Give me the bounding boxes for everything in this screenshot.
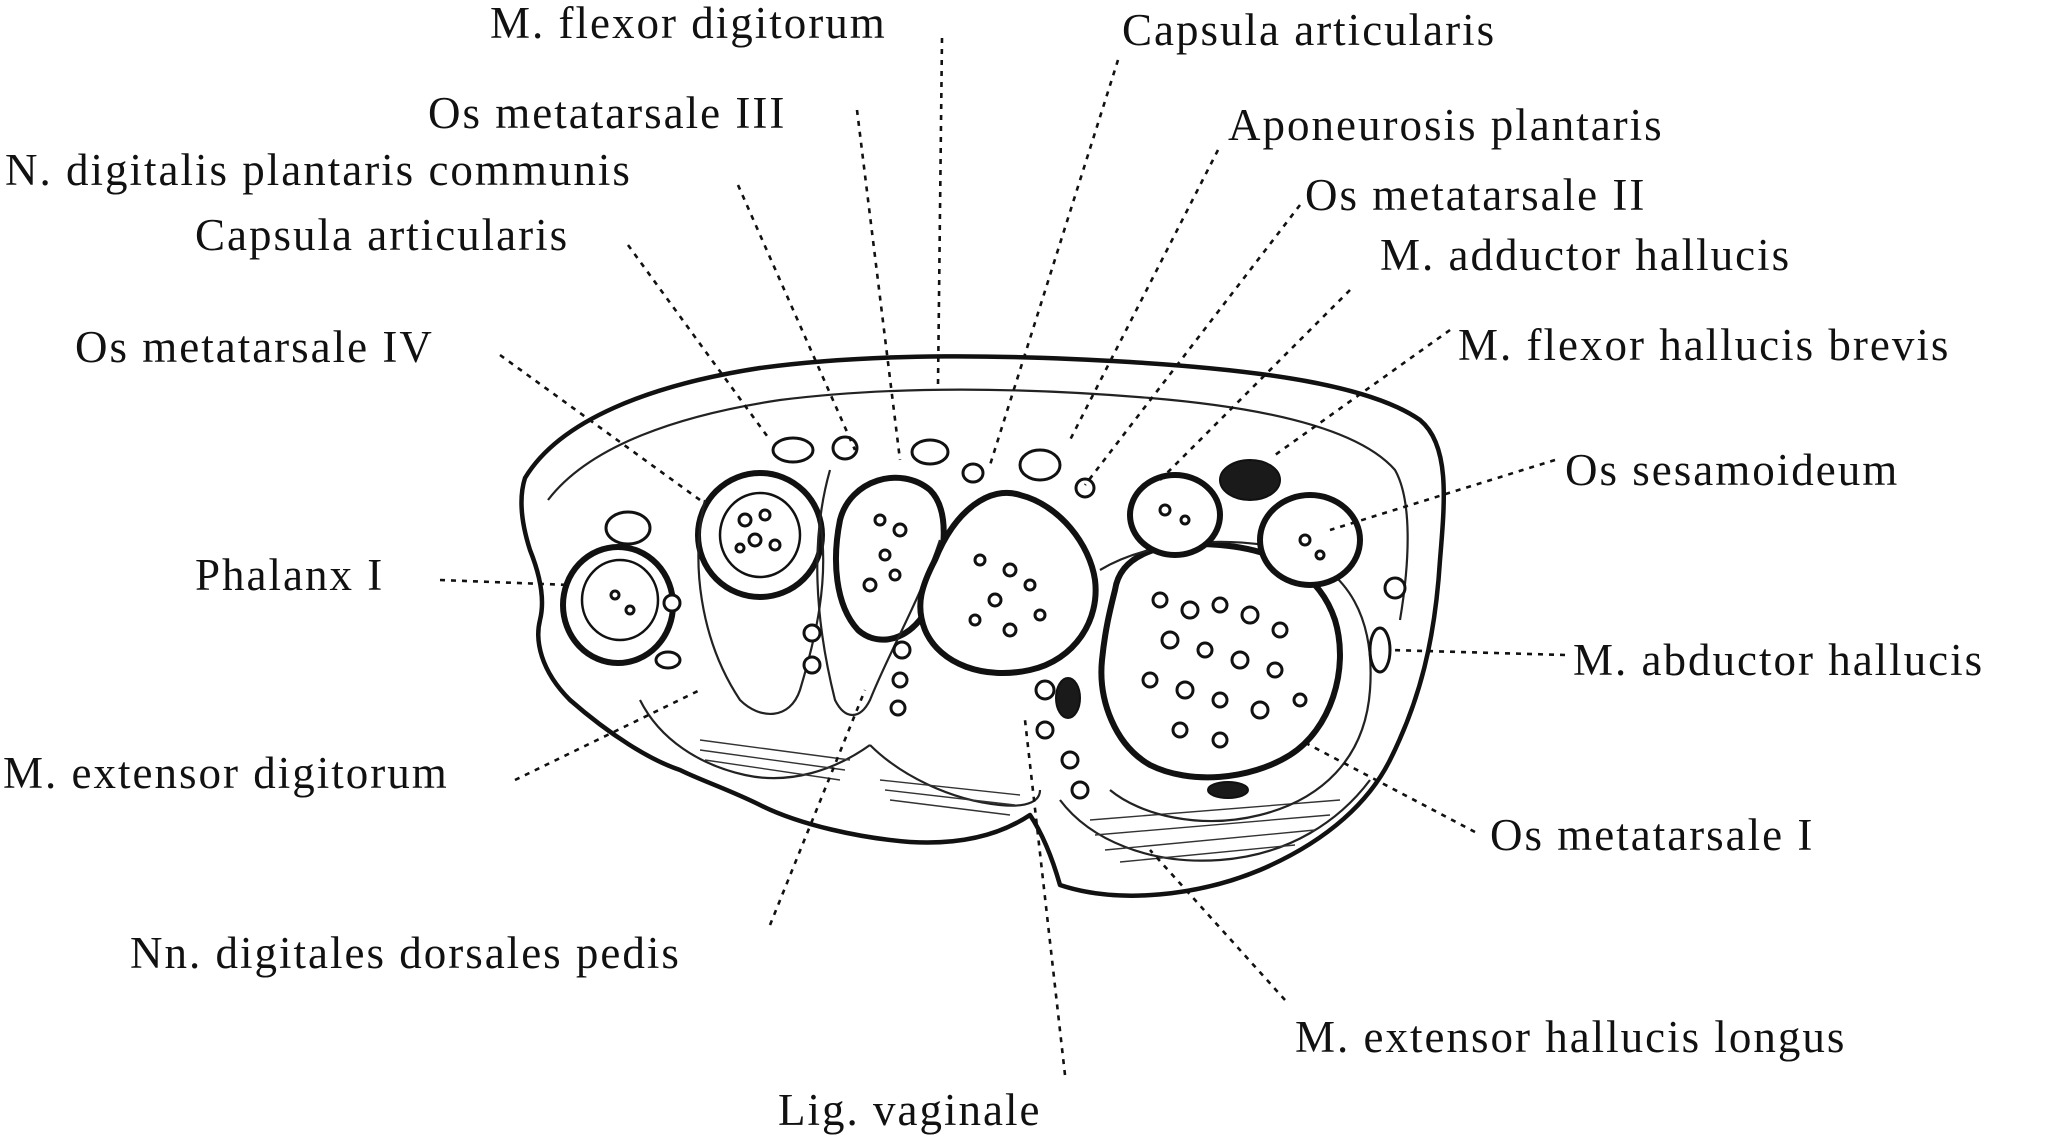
- sesamoid-bone-lateral: [1127, 472, 1223, 558]
- labels: M. flexor digitorum Capsula articularis …: [3, 0, 1984, 1135]
- cross-section-drawing: [519, 354, 1447, 898]
- label-os-metatarsale-i: Os metatarsale I: [1490, 810, 1814, 860]
- label-m-adductor-hallucis: M. adductor hallucis: [1380, 230, 1791, 280]
- label-capsula-articularis-top: Capsula articularis: [1122, 5, 1496, 55]
- label-m-extensor-digitorum: M. extensor digitorum: [3, 748, 449, 798]
- cancellous-pattern: [609, 503, 1326, 749]
- plantar-structures: [604, 435, 1407, 674]
- label-aponeurosis-plantaris: Aponeurosis plantaris: [1228, 100, 1664, 150]
- dorsal-hatching: [699, 739, 1341, 863]
- dorsal-bulge-medial: [1059, 779, 1371, 862]
- label-lig-vaginale: Lig. vaginale: [778, 1085, 1041, 1135]
- sesamoid-dark-tissue: [1219, 459, 1281, 501]
- label-phalanx-i: Phalanx I: [195, 550, 384, 600]
- label-m-extensor-hallucis-longus: M. extensor hallucis longus: [1295, 1012, 1846, 1062]
- label-capsula-articularis-left: Capsula articularis: [195, 210, 569, 260]
- dorsal-bulge-lateral: [639, 699, 871, 780]
- dorsal-structures: [654, 593, 1249, 800]
- label-m-flexor-hallucis-brevis: M. flexor hallucis brevis: [1458, 320, 1950, 370]
- label-n-digitalis-plantaris-communis: N. digitalis plantaris communis: [5, 145, 632, 195]
- metatarsale-iii-sheath: [816, 469, 942, 717]
- metatarsale-iv-sheath: [697, 499, 825, 715]
- subcutaneous-line: [547, 388, 1409, 621]
- label-m-abductor-hallucis: M. abductor hallucis: [1573, 635, 1984, 685]
- label-os-metatarsale-ii: Os metatarsale II: [1305, 170, 1646, 220]
- metatarsale-ii-bone: [917, 489, 1099, 676]
- leader-lines: [439, 37, 1566, 1076]
- label-m-flexor-digitorum: M. flexor digitorum: [490, 0, 887, 48]
- metatarsale-i-sheath: [1099, 540, 1372, 823]
- label-os-sesamoideum: Os sesamoideum: [1565, 445, 1899, 495]
- label-nn-digitales-dorsales-pedis: Nn. digitales dorsales pedis: [130, 928, 681, 978]
- label-os-metatarsale-iii: Os metatarsale III: [428, 88, 786, 138]
- label-os-metatarsale-iv: Os metatarsale IV: [75, 322, 434, 372]
